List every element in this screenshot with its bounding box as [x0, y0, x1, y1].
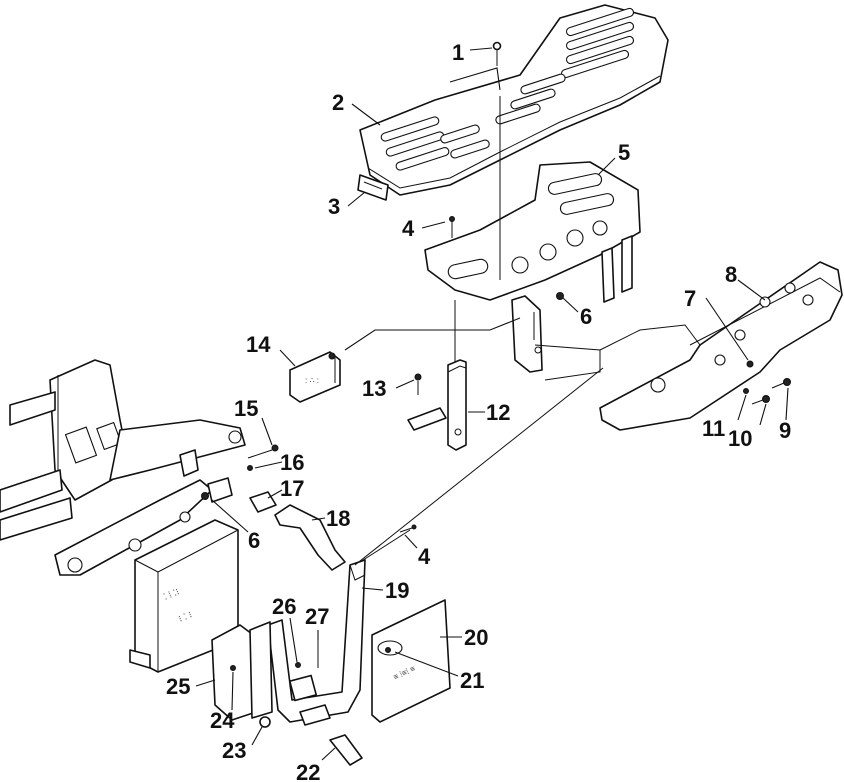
callout-3: 3: [328, 194, 340, 219]
upper-rack-part: [359, 4, 669, 196]
callout-1: 1: [452, 40, 464, 65]
nut-part-6-upper: [556, 292, 564, 300]
callout-24: 24: [210, 708, 235, 733]
headlight-part: : ∴ :: [289, 317, 521, 403]
callout-16: 16: [280, 450, 304, 475]
callout-23: 23: [222, 738, 246, 763]
callout-25: 25: [166, 674, 190, 699]
bolt-part-1: [449, 41, 502, 91]
callout-22: 22: [296, 760, 320, 782]
hose-part: [274, 504, 346, 571]
bolt-part-4-lower: [399, 524, 417, 533]
svg-text:⁝ ⁚ ⁝: ⁝ ⁚ ⁝: [177, 609, 193, 623]
callout-14: 14: [246, 332, 271, 357]
vehicle-frame: [0, 359, 246, 576]
svg-text:: ∴ :: : ∴ :: [305, 376, 319, 385]
callout-labels: 1 2 3 4 5 6 7 8 9 10 11 12 13 14 15 16 1…: [166, 40, 791, 782]
callout-7: 7: [684, 286, 696, 311]
clip-part-22: [299, 704, 363, 766]
fastener-part-21: [385, 647, 391, 653]
bolt-part-4-upper: [449, 216, 455, 238]
callout-20: 20: [464, 625, 488, 650]
callout-5: 5: [618, 140, 630, 165]
callout-11: 11: [702, 416, 725, 441]
front-rack-part: [424, 161, 641, 373]
callout-27: 27: [305, 604, 329, 629]
callout-10: 10: [728, 426, 752, 451]
callout-15: 15: [234, 396, 258, 421]
bracket-pieces-26-27: [288, 640, 319, 702]
callout-19: 19: [385, 578, 409, 603]
callout-12: 12: [486, 400, 510, 425]
callout-13: 13: [362, 376, 386, 401]
mounting-hardware-15-16-17: [201, 444, 279, 513]
callout-8: 8: [725, 262, 737, 287]
callout-26: 26: [272, 594, 296, 619]
radiator-part: ⁚ ⁞ ⁚⁝ ⁝ ⁚ ⁝: [129, 519, 239, 673]
washer-part-23: [259, 716, 271, 728]
bumper-fasteners: [743, 360, 791, 405]
callout-4-upper: 4: [402, 216, 415, 241]
callout-4-lower: 4: [418, 544, 431, 569]
callout-18: 18: [326, 506, 350, 531]
bolt-part-13: [414, 373, 422, 395]
support-bracket-part: [407, 300, 467, 451]
callout-17: 17: [280, 476, 304, 501]
callout-9: 9: [779, 418, 791, 443]
side-panel-part: ≡ ⁞≡⁞ ≡: [371, 599, 451, 723]
front-bumper-part: [534, 261, 843, 431]
callout-21: 21: [460, 668, 484, 693]
mounting-plate-part: [357, 174, 389, 201]
leader-lines: [195, 47, 789, 761]
lower-plates-25-24: [211, 621, 273, 721]
callout-2: 2: [332, 90, 344, 115]
callout-6-upper: 6: [580, 304, 592, 329]
callout-6-lower: 6: [248, 528, 260, 553]
